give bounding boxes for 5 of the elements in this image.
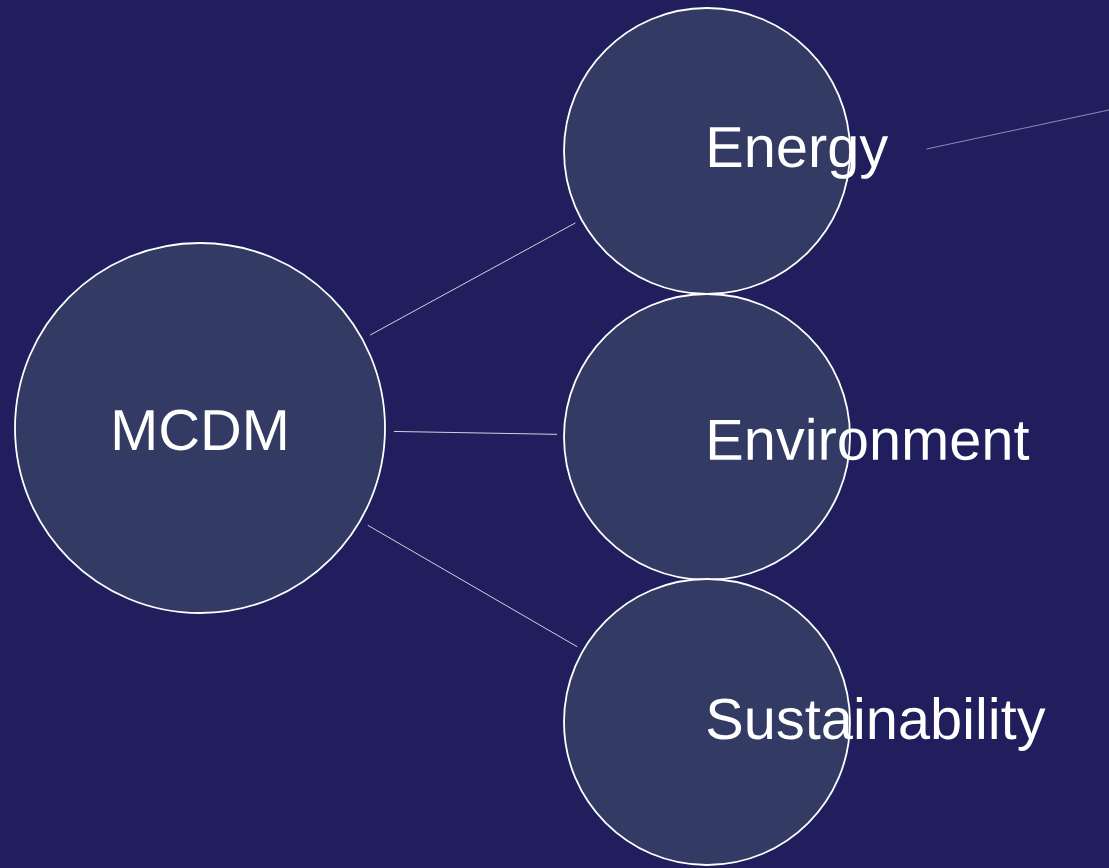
circle-node: MCDM	[14, 242, 386, 614]
connector-line	[369, 222, 576, 336]
connector-line	[926, 109, 1109, 150]
connector-line	[393, 430, 558, 435]
connector-line	[367, 524, 578, 648]
